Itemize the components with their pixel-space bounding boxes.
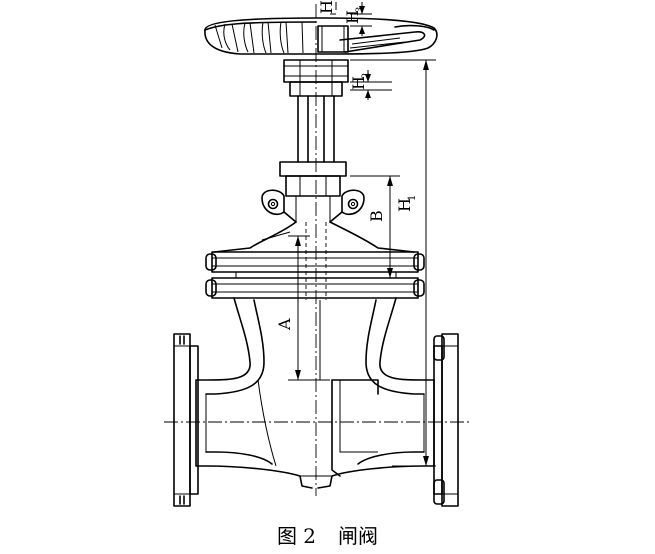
label-B-text: B <box>367 210 386 222</box>
end-flanges <box>173 333 459 507</box>
label-H2: H 2 <box>349 73 372 90</box>
yoke-stem <box>297 95 335 163</box>
label-H1-main: H <box>395 198 414 212</box>
figure-caption: 图 2 闸阀 <box>0 520 655 549</box>
label-H-top: H <box>317 0 336 14</box>
label-H3: H 3 <box>343 7 366 24</box>
caption-number: 图 2 <box>276 524 317 548</box>
label-H1: H 1 <box>395 195 418 212</box>
label-H-top-main: H <box>317 0 336 14</box>
caption-title: 闸阀 <box>338 524 379 548</box>
label-H3-main: H <box>343 10 362 24</box>
label-H2-sub: 2 <box>361 73 372 79</box>
center-lines <box>164 4 470 496</box>
valve-body <box>195 297 435 489</box>
label-H3-sub: 3 <box>355 7 366 13</box>
handwheel <box>204 13 438 61</box>
label-H2-main: H <box>349 76 368 90</box>
label-A-text: A <box>275 318 294 331</box>
label-H1-sub: 1 <box>407 195 418 201</box>
label-B: B <box>367 210 386 222</box>
bonnet <box>205 221 425 299</box>
gland <box>261 161 365 223</box>
dimension-lines <box>288 2 436 467</box>
label-A: A <box>275 318 294 331</box>
